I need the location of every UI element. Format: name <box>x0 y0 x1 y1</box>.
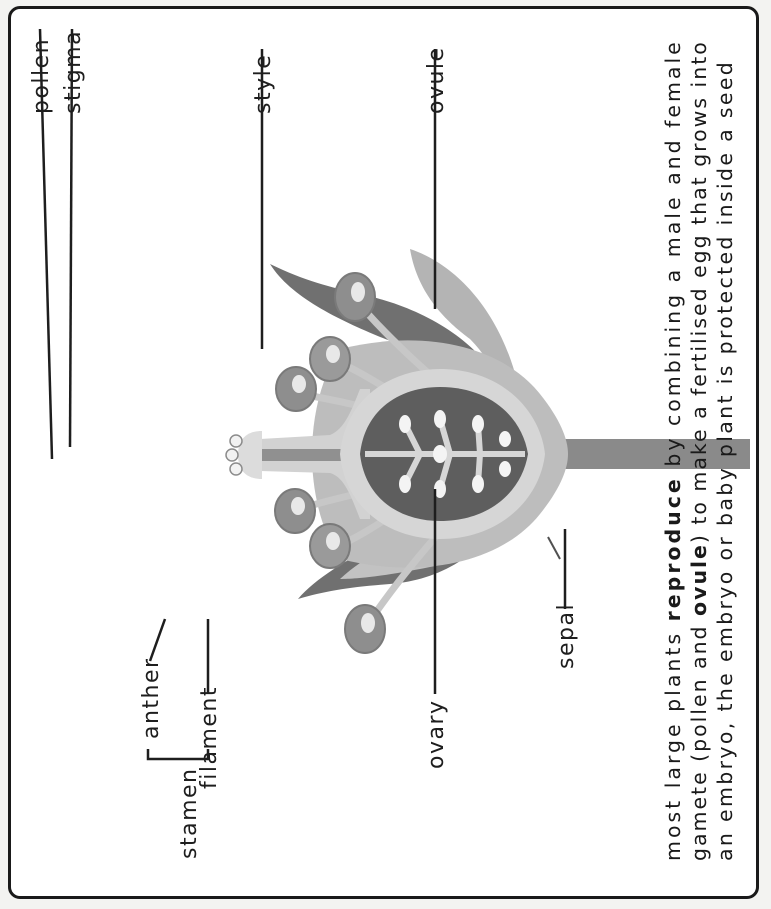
caption-line-1: most large plants reproduce by combining… <box>661 41 685 861</box>
caption-line-2: gamete (pollen and ovule) to make a fert… <box>687 41 711 861</box>
ovule-dot <box>434 410 446 428</box>
pollen-grain <box>230 463 242 475</box>
label-pollen: pollen <box>29 38 54 114</box>
caption-line-3: an embryo, the embryo or baby plant is p… <box>713 61 737 861</box>
anther-highlight <box>326 532 340 550</box>
anther-highlight <box>361 613 375 633</box>
label-sepal: sepal <box>554 603 579 669</box>
caption-line-2-a: gamete (pollen and <box>687 617 711 861</box>
ovule-dot <box>499 431 511 447</box>
pollen-grain <box>230 435 242 447</box>
label-ovary: ovary <box>424 699 449 769</box>
anther-highlight <box>292 375 306 393</box>
ovule-dot <box>472 475 484 493</box>
anther-leader <box>150 619 165 661</box>
ovule-dot <box>433 445 447 463</box>
ovule-dot <box>399 415 411 433</box>
label-ovule: ovule <box>424 46 449 114</box>
label-anther: anther <box>139 657 164 739</box>
ovule-dot <box>472 415 484 433</box>
ovule-dot <box>499 461 511 477</box>
label-stigma: stigma <box>61 30 86 114</box>
label-stamen: stamen <box>177 768 202 859</box>
caption-line-2-c: ) to make a fertilised egg that grows in… <box>687 41 711 543</box>
caption-line-1-c: by combining a male and female <box>661 41 685 476</box>
caption: most large plants reproduce by combining… <box>661 41 737 861</box>
caption-line-1-bold: reproduce <box>661 478 685 621</box>
sepal-mark <box>548 537 560 559</box>
anther-highlight <box>326 345 340 363</box>
caption-line-1-a: most large plants <box>661 623 685 861</box>
stigma <box>226 431 262 479</box>
pollen-grain <box>226 449 238 461</box>
label-style: style <box>251 54 276 114</box>
caption-line-2-bold: ovule <box>687 544 711 616</box>
anther-highlight <box>351 282 365 302</box>
ovule-dot <box>399 475 411 493</box>
anther-highlight <box>291 497 305 515</box>
